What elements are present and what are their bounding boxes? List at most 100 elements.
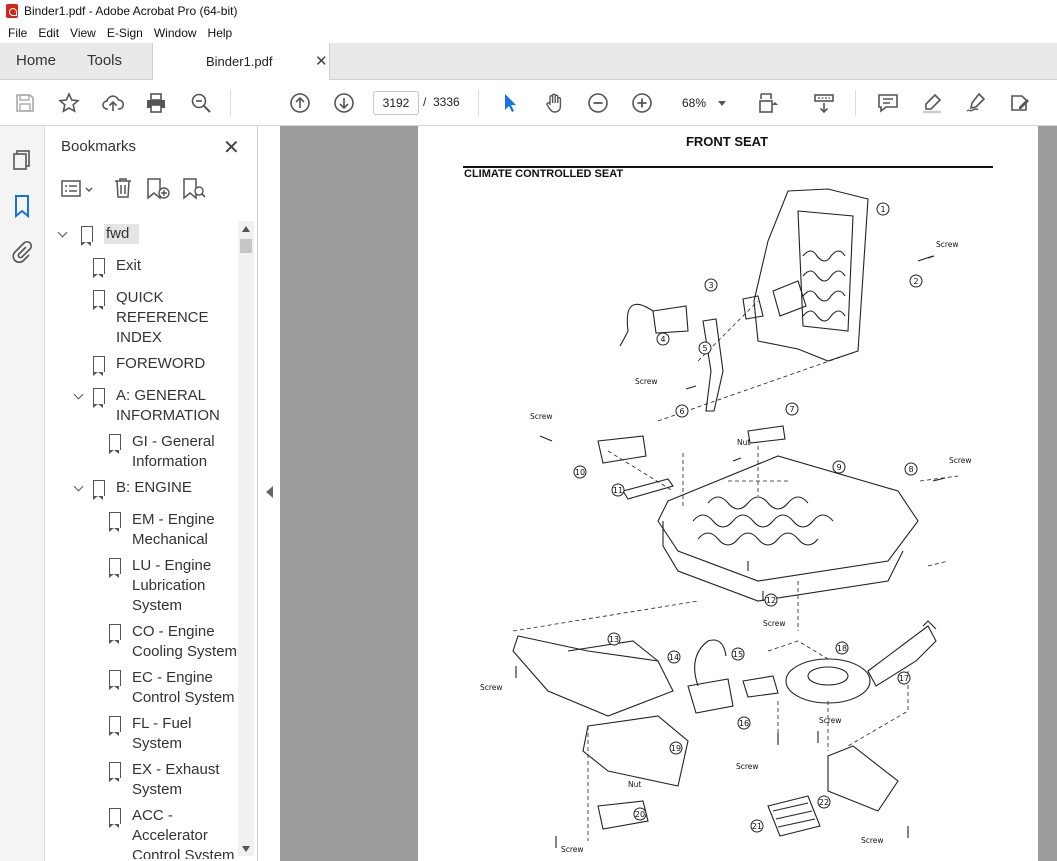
menu-esign[interactable]: E-Sign [106, 25, 143, 40]
chevron-down-icon[interactable] [73, 386, 87, 406]
bookmark-fwd[interactable]: fwd [57, 224, 140, 246]
menu-view[interactable]: View [70, 25, 96, 40]
attachments-icon[interactable] [10, 240, 34, 264]
bookmark-acc[interactable]: ACC - Accelerator Control System [109, 806, 238, 859]
prev-page-icon[interactable] [288, 91, 312, 115]
bookmark-icon [93, 258, 105, 278]
scroll-up-icon[interactable] [242, 226, 250, 232]
document-viewport[interactable]: FRONT SEAT CLIMATE CONTROLLED SEAT [280, 126, 1057, 861]
zoom-level-dropdown[interactable]: 68% [672, 91, 732, 115]
svg-text:14: 14 [669, 653, 679, 662]
left-navigation-rail [0, 126, 45, 861]
bookmarks-panel-icon[interactable] [10, 194, 34, 219]
bookmark-icon [109, 624, 121, 644]
document-tab-label: Binder1.pdf [206, 54, 273, 69]
save-icon[interactable] [13, 91, 37, 115]
bookmark-label: fwd [104, 224, 140, 244]
page-thumbnails-icon[interactable] [10, 148, 34, 172]
bookmark-fl[interactable]: FL - Fuel System [109, 714, 202, 754]
label-nut: Nut [628, 780, 641, 789]
bookmark-label: FOREWORD [116, 355, 206, 372]
label-screw: Screw [480, 683, 503, 692]
bookmark-label: LU - Engine Lubrication System [132, 557, 212, 614]
chevron-down-icon[interactable] [57, 224, 71, 244]
scroll-mode-icon[interactable] [812, 91, 836, 115]
tab-document[interactable]: Binder1.pdf ✕ [152, 43, 330, 80]
callout-21: 21 [750, 819, 764, 833]
zoom-in-icon[interactable] [630, 91, 654, 115]
bookmark-quick-reference-index[interactable]: QUICK REFERENCE INDEX [93, 288, 223, 348]
bookmark-gi[interactable]: GI - General Information [109, 432, 232, 472]
title-rule [463, 166, 993, 168]
zoom-out-icon[interactable] [586, 91, 610, 115]
callout-13: 13 [607, 632, 621, 646]
print-icon[interactable] [144, 91, 168, 115]
next-page-icon[interactable] [332, 91, 356, 115]
label-screw: Screw [763, 619, 786, 628]
hand-icon[interactable] [542, 91, 566, 115]
svg-text:15: 15 [733, 650, 743, 659]
svg-text:2: 2 [913, 277, 918, 286]
menu-file[interactable]: File [8, 25, 28, 40]
delete-bookmark-icon[interactable] [113, 177, 133, 199]
search-zoom-icon[interactable] [189, 91, 213, 115]
bookmark-general-information[interactable]: A: GENERAL INFORMATION [73, 386, 226, 426]
bookmark-engine[interactable]: B: ENGINE [73, 478, 192, 500]
callout-18: 18 [835, 641, 849, 655]
bookmark-label: ACC - Accelerator Control System [132, 807, 235, 859]
seat-cushion-frame [657, 455, 919, 582]
menu-edit[interactable]: Edit [38, 25, 60, 40]
svg-text:22: 22 [819, 798, 829, 807]
page-fit-icon[interactable] [755, 91, 779, 115]
bookmark-icon [93, 356, 105, 376]
callout-16: 16 [737, 716, 751, 730]
bookmark-icon [81, 226, 93, 246]
part-7 [747, 425, 786, 444]
bookmark-ec[interactable]: EC - Engine Control System [109, 668, 238, 708]
star-icon[interactable] [57, 91, 81, 115]
comment-icon[interactable] [876, 91, 900, 115]
sign-icon[interactable] [964, 91, 988, 115]
bookmark-foreword[interactable]: FOREWORD [93, 354, 206, 376]
page-subtitle: CLIMATE CONTROLLED SEAT [464, 168, 624, 180]
page-number-input[interactable]: 3192 [373, 91, 419, 115]
seat-exploded-diagram: 1 2 3 4 5 6 7 8 9 10 11 12 13 14 15 16 1… [480, 188, 972, 854]
bookmark-ex[interactable]: EX - Exhaust System [109, 760, 222, 800]
select-cursor-icon[interactable] [498, 91, 522, 115]
bookmark-lu[interactable]: LU - Engine Lubrication System [109, 556, 232, 616]
callout-19: 19 [669, 741, 683, 755]
bookmark-icon [109, 762, 121, 782]
bookmark-em[interactable]: EM - Engine Mechanical [109, 510, 232, 550]
bookmark-icon [109, 434, 121, 454]
tab-home[interactable]: Home [16, 52, 57, 69]
bookmark-co[interactable]: CO - Engine Cooling System [109, 622, 238, 662]
collapse-panel-icon[interactable] [266, 486, 273, 498]
bookmark-label: FL - Fuel System [132, 715, 192, 752]
close-tab-icon[interactable]: ✕ [315, 53, 328, 70]
part-4 [652, 305, 689, 334]
callout-11: 11 [611, 483, 625, 497]
menu-window[interactable]: Window [153, 25, 197, 40]
edit-pdf-icon[interactable] [1008, 91, 1032, 115]
part-21 [767, 795, 821, 837]
menu-help[interactable]: Help [207, 25, 233, 40]
svg-text:5: 5 [702, 344, 707, 353]
label-nut: Nut [737, 438, 750, 447]
bookmark-exit[interactable]: Exit [93, 256, 141, 278]
scrollbar-thumb[interactable] [240, 239, 252, 253]
bookmark-options-icon[interactable] [61, 179, 95, 199]
tab-tools[interactable]: Tools [87, 52, 123, 69]
bookmarks-scrollbar[interactable] [238, 221, 254, 856]
bookmark-label: A: GENERAL INFORMATION [116, 387, 220, 424]
find-bookmark-icon[interactable] [181, 177, 207, 201]
chevron-down-icon[interactable] [73, 478, 87, 498]
callout-7: 7 [785, 402, 799, 416]
pdf-page: FRONT SEAT CLIMATE CONTROLLED SEAT [418, 126, 1038, 861]
upload-icon[interactable] [101, 91, 125, 115]
close-panel-icon[interactable]: ✕ [223, 137, 240, 159]
new-bookmark-icon[interactable] [145, 177, 171, 201]
highlight-icon[interactable] [920, 91, 944, 115]
scroll-down-icon[interactable] [242, 846, 250, 852]
bookmarks-panel: Bookmarks ✕ fwd Exit QUICK REFERENCE IND… [45, 126, 258, 861]
svg-text:13: 13 [609, 635, 619, 644]
